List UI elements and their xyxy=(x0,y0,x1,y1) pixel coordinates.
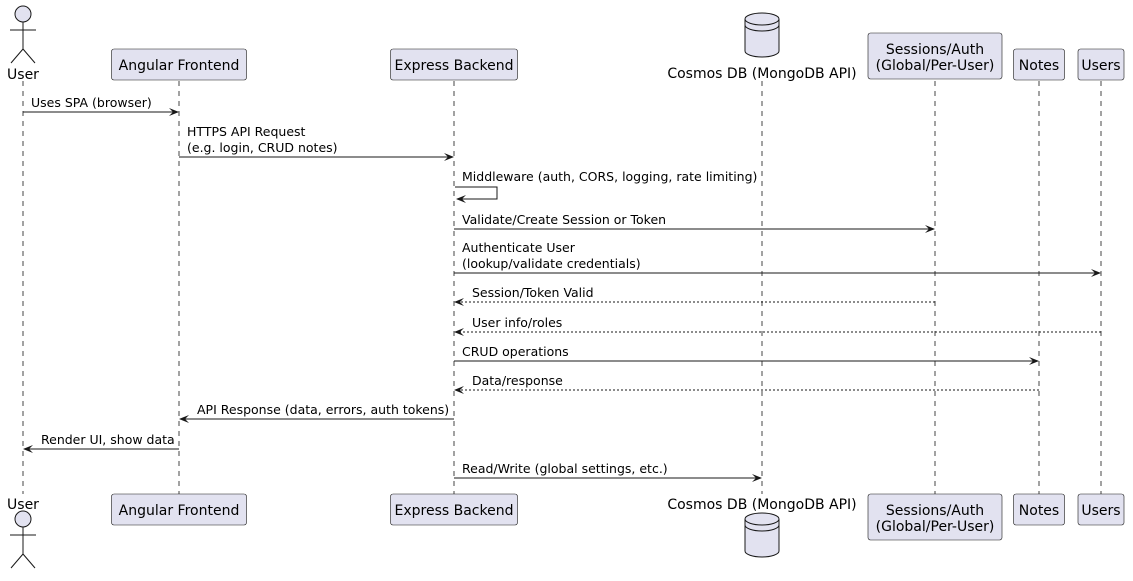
message-2: HTTPS API Request(e.g. login, CRUD notes… xyxy=(179,124,454,161)
message-11: Render UI, show data xyxy=(23,432,179,453)
participant-frontend-top: Angular Frontend xyxy=(111,48,247,81)
participant-box xyxy=(1077,493,1125,526)
participant-box xyxy=(1013,493,1065,526)
actor-leg-right xyxy=(22,48,36,64)
message-label: HTTPS API Request xyxy=(187,124,306,139)
participant-label: Notes xyxy=(1019,58,1059,74)
message-label: Uses SPA (browser) xyxy=(31,95,152,110)
participant-users-bottom: Users xyxy=(1077,493,1125,526)
database-rim2 xyxy=(744,524,780,532)
message-label: Validate/Create Session or Token xyxy=(462,212,666,227)
message-10: API Response (data, errors, auth tokens) xyxy=(179,402,454,423)
message-label: API Response (data, errors, auth tokens) xyxy=(197,402,449,417)
database-rim xyxy=(744,18,780,26)
actor-leg-right xyxy=(22,553,36,569)
message-label: Session/Token Valid xyxy=(472,285,594,300)
message-4: Validate/Create Session or Token xyxy=(454,212,935,233)
participant-sessions-bottom: Sessions/Auth(Global/Per-User) xyxy=(867,493,1003,541)
actor-leg-left xyxy=(10,48,24,64)
participant-sessions-top: Sessions/Auth(Global/Per-User) xyxy=(867,32,1003,80)
participant-label: Angular Frontend xyxy=(119,58,240,74)
participant-notes-bottom: Notes xyxy=(1013,493,1065,526)
participant-label: Express Backend xyxy=(395,58,514,74)
message-3: Middleware (auth, CORS, logging, rate li… xyxy=(455,169,757,203)
message-label: Authenticate User xyxy=(462,240,576,255)
message-label: Render UI, show data xyxy=(41,432,175,447)
message-9: Data/response xyxy=(454,373,1039,394)
participant-label: Users xyxy=(1081,503,1120,519)
participant-box xyxy=(867,32,1003,80)
message-label: Read/Write (global settings, etc.) xyxy=(462,461,668,476)
participant-label: Notes xyxy=(1019,503,1059,519)
participant-cosmos-bottom: Cosmos DB (MongoDB API) xyxy=(667,497,857,558)
participant-user-top: User xyxy=(7,5,39,83)
participant-label: Express Backend xyxy=(395,503,514,519)
participant-box xyxy=(390,493,518,526)
message-arrow xyxy=(455,186,498,203)
message-6: Session/Token Valid xyxy=(454,285,935,306)
participant-box xyxy=(111,493,247,526)
database-rim xyxy=(744,518,780,526)
participant-label: Sessions/Auth xyxy=(886,42,984,58)
message-label: CRUD operations xyxy=(462,344,569,359)
message-label: (e.g. login, CRUD notes) xyxy=(187,140,338,155)
participant-users-top: Users xyxy=(1077,48,1125,81)
participant-label: Cosmos DB (MongoDB API) xyxy=(667,497,856,513)
message-label: User info/roles xyxy=(472,315,562,330)
participant-label: User xyxy=(7,497,39,513)
participant-box xyxy=(1077,48,1125,81)
participant-label: (Global/Per-User) xyxy=(876,519,995,535)
participant-label: (Global/Per-User) xyxy=(876,58,995,74)
participant-backend-top: Express Backend xyxy=(390,48,518,81)
message-label: (lookup/validate credentials) xyxy=(462,256,641,271)
actor-leg-left xyxy=(10,553,24,569)
participant-user-bottom: User xyxy=(7,497,39,569)
participant-box xyxy=(1013,48,1065,81)
database-icon xyxy=(744,512,780,558)
message-1: Uses SPA (browser) xyxy=(23,95,179,116)
message-7: User info/roles xyxy=(454,315,1101,336)
message-12: Read/Write (global settings, etc.) xyxy=(454,461,762,482)
message-5: Authenticate User(lookup/validate creden… xyxy=(454,240,1101,277)
message-label: Data/response xyxy=(472,373,563,388)
participant-box xyxy=(390,48,518,81)
participant-backend-bottom: Express Backend xyxy=(390,493,518,526)
participant-frontend-bottom: Angular Frontend xyxy=(111,493,247,526)
participant-box xyxy=(867,493,1003,541)
database-icon xyxy=(744,12,780,58)
message-8: CRUD operations xyxy=(454,344,1039,365)
participant-box xyxy=(111,48,247,81)
participant-label: Users xyxy=(1081,58,1120,74)
participant-label: Cosmos DB (MongoDB API) xyxy=(667,66,856,82)
participant-cosmos-top: Cosmos DB (MongoDB API) xyxy=(667,12,857,82)
database-rim2 xyxy=(744,24,780,32)
actor-head xyxy=(14,510,32,528)
participant-label: User xyxy=(7,67,39,83)
message-label: Middleware (auth, CORS, logging, rate li… xyxy=(462,169,757,184)
participant-notes-top: Notes xyxy=(1013,48,1065,81)
participant-label: Sessions/Auth xyxy=(886,503,984,519)
actor-head xyxy=(14,5,32,23)
participant-label: Angular Frontend xyxy=(119,503,240,519)
